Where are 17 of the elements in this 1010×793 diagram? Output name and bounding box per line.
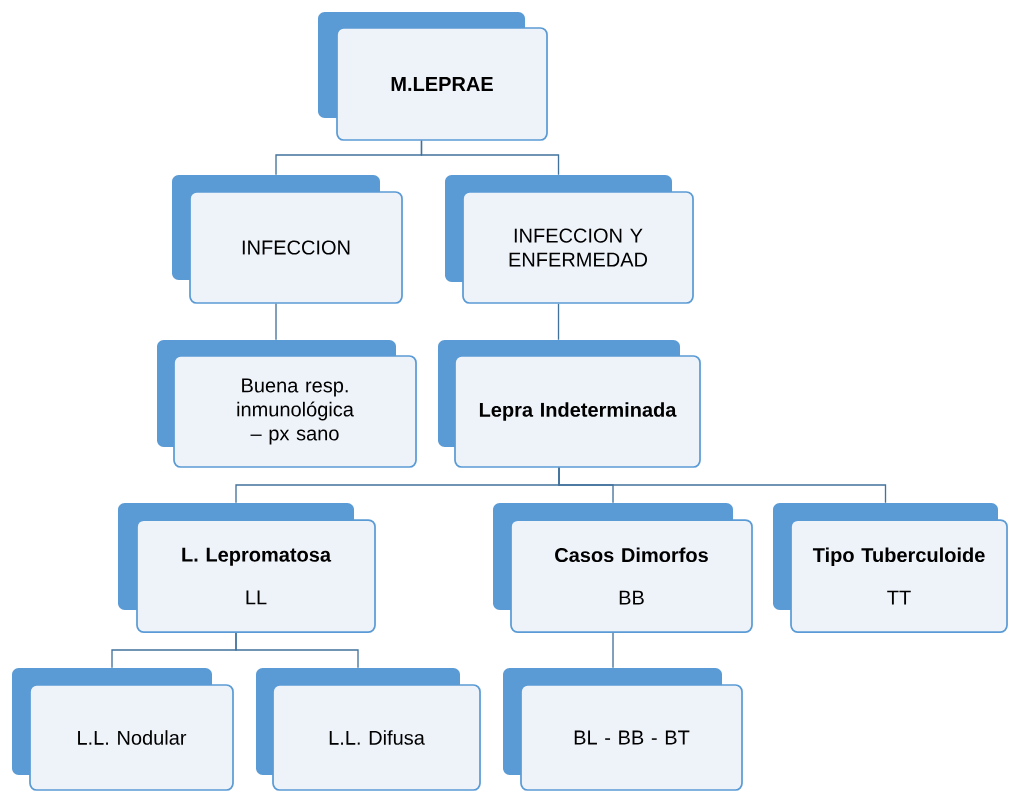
process-box: INFECCION (172, 175, 403, 304)
process-box: L. Lepromatosa LL (118, 503, 376, 633)
process-box: L.L. Nodular (12, 668, 234, 791)
process-box: Tipo Tuberculoide TT (773, 503, 1008, 633)
process-box: Lepra Indeterminada (438, 340, 701, 468)
process-box: Casos Dimorfos BB (493, 503, 753, 633)
process-box: BL - BB - BT (503, 668, 743, 791)
process-box: INFECCION Y ENFERMEDAD (445, 175, 694, 304)
connector-line (420, 140, 560, 176)
connector-line (275, 303, 277, 341)
process-box: M.LEPRAE (318, 12, 548, 141)
connector-line (612, 632, 614, 669)
process-box: L.L. Difusa (256, 668, 481, 791)
connector-line (235, 632, 359, 669)
process-box: Buena resp. inmunológica – px sano (157, 340, 417, 468)
connector-line (557, 303, 560, 341)
connector-line (558, 467, 887, 504)
